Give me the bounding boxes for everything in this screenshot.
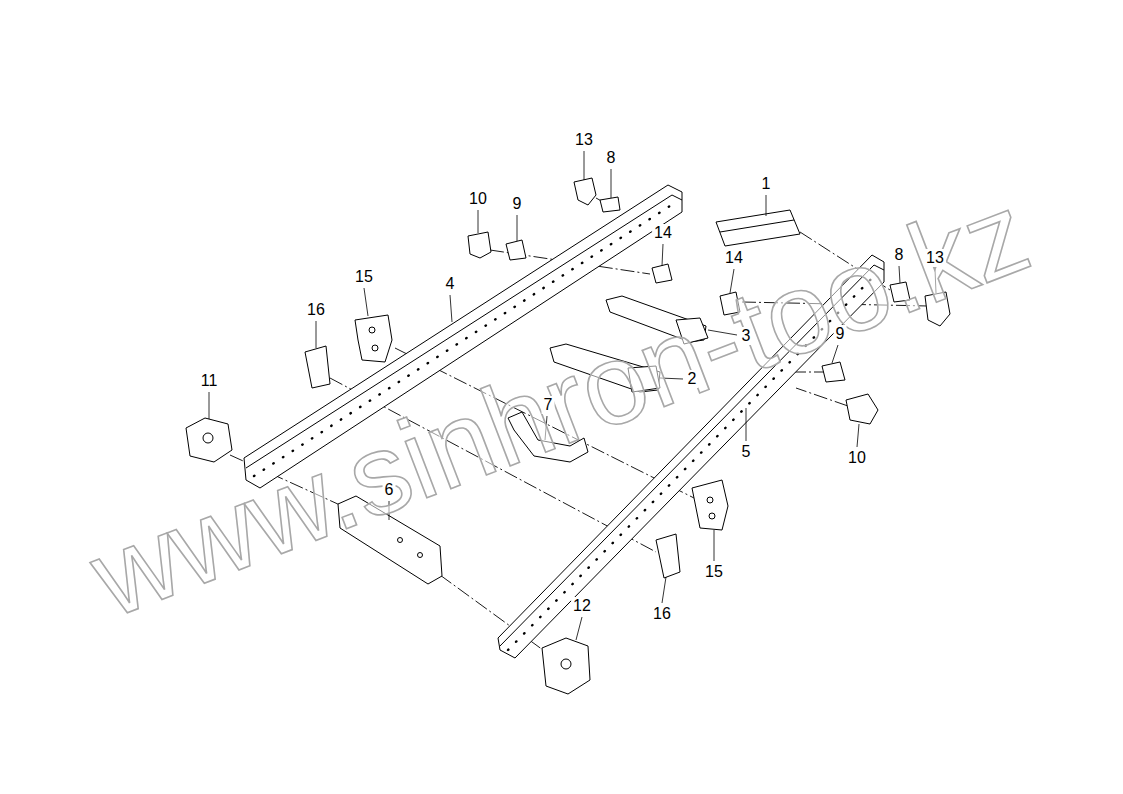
callout-number: 5 <box>740 443 753 461</box>
callout-number: 3 <box>740 327 753 345</box>
callout-number: 14 <box>652 224 674 242</box>
watermark: www.sinhron-too.kz <box>77 174 1042 635</box>
callout-number: 1 <box>760 175 773 193</box>
callout-number: 11 <box>199 372 220 390</box>
callout-number: 8 <box>893 246 906 264</box>
callout-number: 9 <box>511 195 524 213</box>
callout-number: 16 <box>651 605 673 623</box>
callout-number: 7 <box>542 396 555 414</box>
callout-number: 15 <box>703 563 725 581</box>
callout-number: 8 <box>605 149 618 167</box>
callout-number: 12 <box>571 597 593 615</box>
callout-number: 2 <box>686 370 699 388</box>
callout-number: 16 <box>305 301 327 319</box>
callout-number: 10 <box>846 449 868 467</box>
callout-number: 9 <box>834 325 847 343</box>
callout-number: 6 <box>383 481 396 499</box>
callout-number: 14 <box>723 249 745 267</box>
callout-number: 13 <box>573 131 595 149</box>
callout-number: 13 <box>924 249 946 267</box>
callout-number: 4 <box>444 275 457 293</box>
callout-number: 10 <box>467 190 489 208</box>
callout-number: 15 <box>353 268 375 286</box>
